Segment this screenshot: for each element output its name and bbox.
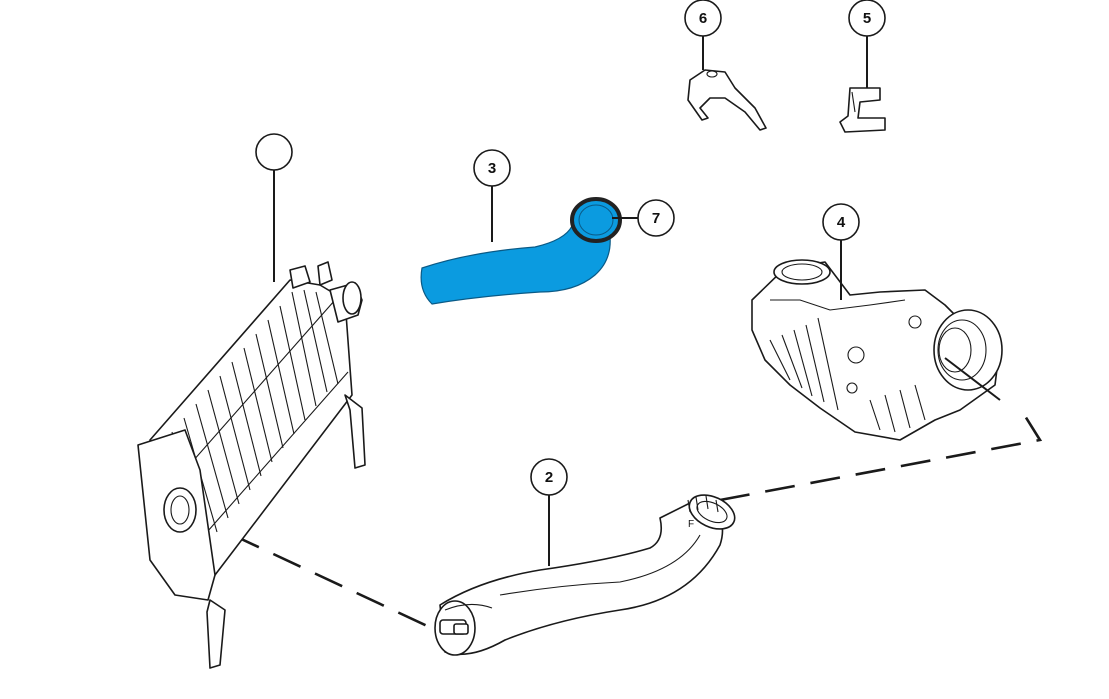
upper-hose-part-3[interactable]: [420, 197, 622, 305]
callout-7: 7: [612, 199, 675, 237]
svg-text:6: 6: [699, 10, 707, 27]
svg-text:3: 3: [488, 160, 496, 177]
callout-4: 4: [822, 203, 860, 300]
clip-part-5[interactable]: [839, 87, 886, 133]
svg-text:2: 2: [545, 469, 553, 486]
charge-air-cooler-part-1[interactable]: [137, 261, 366, 669]
svg-text:4: 4: [837, 214, 846, 231]
cooler-fins: [159, 289, 349, 561]
charge-air-hose-part-2[interactable]: F: [434, 488, 740, 656]
upper-hose-body: [420, 225, 611, 305]
housing-ribs: [769, 299, 926, 433]
clamp-ribs: [687, 495, 719, 513]
air-inlet-housing-part-4[interactable]: [751, 259, 1003, 441]
hose-stamp-letter: F: [688, 519, 694, 530]
callout-6: 6: [684, 0, 722, 70]
callout-2: 2: [530, 458, 568, 566]
svg-text:7: 7: [652, 210, 660, 227]
bracket-part-6[interactable]: [687, 69, 767, 131]
upper-hose-end-inner: [578, 204, 614, 236]
callout-3: 3: [473, 149, 511, 242]
svg-text:5: 5: [863, 10, 871, 27]
callout-1: [255, 133, 293, 282]
callout-5: 5: [848, 0, 886, 88]
